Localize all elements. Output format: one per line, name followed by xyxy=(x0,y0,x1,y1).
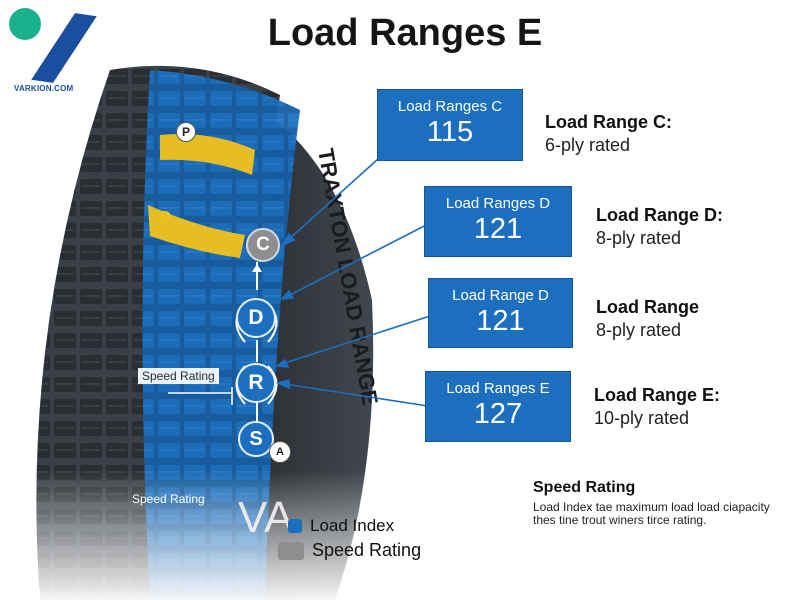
legend-speed-rating: Speed Rating xyxy=(278,540,421,561)
yellow-band-bottom xyxy=(148,205,245,258)
load-range-desc-ply: 8-ply rated xyxy=(596,228,682,248)
load-range-desc-heading: Load Range xyxy=(596,297,700,317)
tread-mark-d: D xyxy=(160,208,171,225)
legend-label: Load Index xyxy=(310,516,395,535)
page-title: Load Ranges E xyxy=(267,12,543,54)
load-range-desc-e: Load Range E: 10-ply rated xyxy=(594,385,720,429)
load-range-box-d: Load Ranges D 121 xyxy=(424,186,572,257)
badge-d: D xyxy=(236,298,276,338)
note-heading: Speed Rating xyxy=(533,479,636,496)
badge-r: R xyxy=(236,363,276,403)
legend-swatch-blue xyxy=(288,519,302,533)
load-range-box-c: Load Ranges C 115 xyxy=(377,89,523,161)
load-range-desc-ply: 6-ply rated xyxy=(545,135,631,155)
load-index-value: 121 xyxy=(473,213,523,245)
load-range-box-title: Load Ranges E xyxy=(446,380,550,397)
badge-s: S xyxy=(238,421,274,457)
tire-blue-band xyxy=(142,70,300,600)
load-range-desc-heading: Load Range E: xyxy=(594,385,721,405)
legend-load-index: Load Index xyxy=(288,516,394,536)
tire-fade xyxy=(0,470,380,600)
load-range-desc-d2: Load Range 8-ply rated xyxy=(596,297,699,341)
yellow-band-top xyxy=(160,134,255,175)
legend-label: Speed Rating xyxy=(312,540,422,560)
load-range-box-d2: Load Range D 121 xyxy=(428,278,573,348)
load-range-box-e: Load Ranges E 127 xyxy=(425,371,571,442)
brand-logo xyxy=(9,8,97,83)
load-range-desc-c: Load Range C: 6-ply rated xyxy=(545,112,672,156)
logo-circle xyxy=(9,8,41,40)
speed-rating-label-tire: Speed Rating xyxy=(138,368,219,384)
load-range-box-title: Load Ranges D xyxy=(445,195,551,212)
legend-swatch-gray xyxy=(278,541,304,560)
load-range-desc-heading: Load Range C: xyxy=(545,112,673,132)
load-range-desc-heading: Load Range D: xyxy=(596,205,724,225)
logo-slash xyxy=(31,13,97,83)
load-range-box-title: Load Range D xyxy=(452,287,549,304)
load-index-value: 115 xyxy=(426,116,474,148)
note-body: Load Index tae maximum load load ciapaci… xyxy=(533,500,770,527)
load-range-desc-ply: 8-ply rated xyxy=(596,320,682,340)
load-index-value: 121 xyxy=(476,305,525,337)
brand-url: VARKION.COM xyxy=(14,84,74,93)
connector-arrowhead xyxy=(252,264,262,272)
load-index-value: 127 xyxy=(473,398,523,430)
speed-rating-note: Speed Rating Load Index tae maximum load… xyxy=(533,479,783,527)
tread-mark-p: P xyxy=(176,122,196,142)
badge-a: A xyxy=(269,441,291,463)
badge-c: C xyxy=(246,228,280,262)
speed-rating-label-tire-lower: Speed Rating xyxy=(132,492,205,506)
load-range-box-title: Load Ranges C xyxy=(397,98,503,115)
load-range-desc-d: Load Range D: 8-ply rated xyxy=(596,205,723,249)
load-range-desc-ply: 10-ply rated xyxy=(594,408,690,428)
